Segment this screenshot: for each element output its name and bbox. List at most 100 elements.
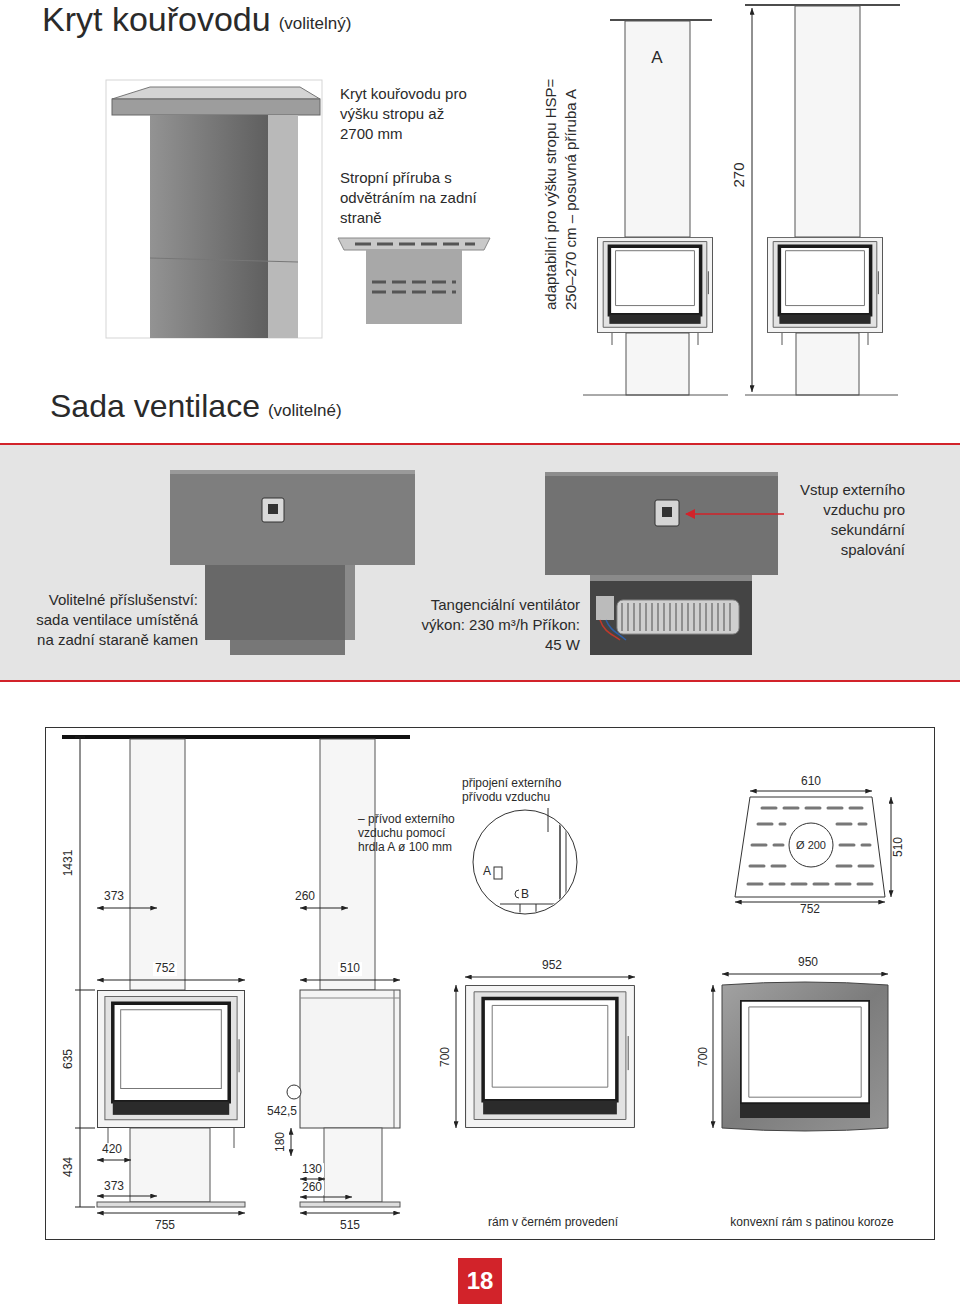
chimney-cover-photo [106, 80, 322, 338]
page-number-box: 18 [458, 1258, 502, 1304]
detail-section [494, 805, 566, 920]
dimension-label: 373 [102, 1180, 126, 1194]
detail-section-part [500, 904, 566, 905]
ventilation-kit-photo-part [230, 640, 345, 655]
side-view-part [300, 908, 348, 909]
dimension-label: 1431 [62, 848, 76, 879]
ceiling-flange-photo-part [366, 250, 462, 324]
plate-slots-part [837, 865, 874, 868]
plate-slots-part [750, 865, 785, 868]
ceiling-flange-photo-part [372, 291, 456, 294]
front-view-part [97, 1202, 245, 1207]
side-view-part [324, 1128, 382, 1202]
detail-section-part [566, 805, 567, 920]
fan-photo-part [655, 500, 679, 526]
dimension-label: 610 [799, 775, 823, 789]
dimension-label: 752 [153, 962, 177, 976]
dimension-label: 420 [100, 1143, 124, 1157]
dimension-label: 260 [293, 890, 317, 904]
part-letter: A [483, 865, 491, 879]
ventilation-band-ground-part [0, 445, 960, 681]
convex-frame-view-part [722, 974, 888, 975]
side-view-part [320, 739, 375, 990]
front-view [75, 737, 245, 1213]
ceiling-flange-photo [338, 238, 490, 324]
detail-section-part [494, 867, 502, 879]
front-view-part [97, 1213, 245, 1214]
front-view-part [75, 1128, 95, 1129]
ceiling-flange-photo-part [355, 243, 475, 246]
stove-drawing-part [782, 333, 783, 345]
black-frame-view [456, 977, 635, 1128]
pointer-arrow [686, 514, 784, 515]
fan-photo-part [596, 596, 614, 620]
dimension-label: 755 [153, 1219, 177, 1233]
ceiling-flange-photo-part [338, 238, 490, 250]
plate-slots-part [762, 807, 862, 810]
stove-drawing-part [767, 237, 882, 332]
product-note: Kryt kouřovodu pro výšku stropu až 2700 … [340, 84, 475, 144]
dimension-label: 700 [697, 1045, 711, 1069]
ventilation-band-ground [0, 444, 960, 681]
black-frame-view-part [465, 977, 635, 978]
plate-slots-part [837, 823, 866, 826]
stove-drawing-part [745, 395, 898, 396]
product-note: Stropní příruba s odvětráním na zadní st… [340, 168, 490, 228]
dimension-label: 635 [62, 1047, 76, 1071]
dimension-label: 434 [62, 1155, 76, 1179]
plate-slots-part [758, 823, 785, 826]
ventilation-kit-photo-part [170, 470, 415, 565]
detail-section-part [559, 805, 561, 920]
drawing-frame [46, 728, 935, 1240]
ventilation-kit-photo-part [262, 498, 284, 522]
fan-photo-part [545, 472, 778, 476]
ceiling-flange-photo-part [372, 281, 456, 284]
top-plate-part [735, 797, 885, 897]
plate-slots-part [752, 844, 783, 847]
fan-photo-part [617, 600, 739, 634]
front-view-part [130, 739, 185, 990]
plate-slots-part [840, 844, 870, 847]
stove-drawing-part [612, 333, 613, 345]
detail-section-part [520, 904, 521, 920]
side-view-part [287, 1085, 301, 1099]
stove-drawing-part [597, 237, 712, 332]
dimension-label: Ø 200 [796, 839, 826, 852]
callout-note: – přívod externího vzduchu pomocí hrdla … [358, 812, 470, 854]
dimension-label: 510 [338, 962, 362, 976]
pointer-arrow-part [686, 513, 784, 515]
page-heading: Kryt kouřovodu [42, 0, 271, 39]
fan-photo-part [590, 575, 752, 581]
stove-drawing-part [868, 333, 869, 345]
side-view-part [300, 1179, 325, 1180]
convex-frame-view-part [740, 1000, 870, 1118]
stove-drawing-part [583, 395, 728, 396]
stove-drawing-part [626, 333, 689, 395]
fan-photo-part [662, 507, 672, 517]
plate-slots [748, 808, 876, 884]
ventilation-kit-photo-part [170, 470, 415, 474]
plate-slots-part [748, 883, 876, 886]
stove-drawing-part [796, 333, 859, 395]
side-view-part [300, 980, 400, 981]
side-view-part [300, 990, 400, 1128]
chimney-cover-photo-part [112, 99, 320, 115]
part-letter: B [521, 888, 529, 902]
black-frame-view-part [456, 985, 457, 1128]
section-heading: Sada ventilace [50, 388, 260, 425]
side-view-part [394, 990, 395, 1128]
detail-section-part [536, 904, 537, 920]
black-frame-view-part [466, 985, 635, 1127]
chimney-cover-photo-part [150, 258, 298, 262]
dimension-label: 373 [102, 890, 126, 904]
air-inlet-note: Vstup externího vzduchu pro sekundární s… [790, 480, 905, 560]
top-plate-part [750, 791, 872, 792]
caption-text: konvexní rám s patinou koroze [730, 1216, 893, 1230]
rotated-note: adaptabilní pro výšku stropu HSP= 250–27… [541, 60, 581, 310]
front-view-part [97, 990, 244, 1127]
front-view-part [75, 990, 95, 991]
ventilation-kit-photo-part [268, 504, 278, 514]
fan-photo-part [606, 620, 626, 640]
